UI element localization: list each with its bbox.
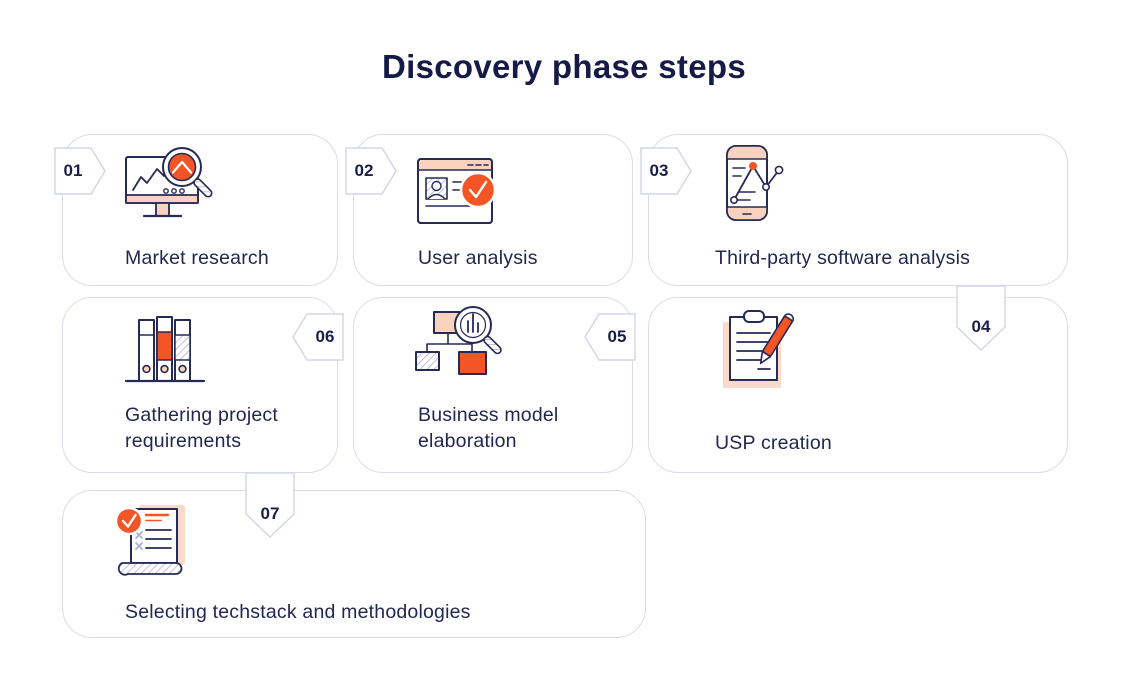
step-label: Gathering project requirements <box>125 404 278 452</box>
step-number-badge-06: 06 <box>292 313 344 361</box>
step-number-badge-04: 04 <box>956 285 1006 352</box>
badge-arrow-down-shape <box>245 472 295 539</box>
badge-arrow-left-shape <box>292 313 344 361</box>
badge-arrow-right-shape <box>345 147 397 195</box>
badge-arrow-right-shape <box>54 147 106 195</box>
step-label: USP creation <box>715 432 832 454</box>
document-check-icon <box>114 505 185 576</box>
step-number-badge-01: 01 <box>54 147 106 195</box>
step-label: Business model elaboration <box>418 404 559 452</box>
step-label: Selecting techstack and methodologies <box>125 601 471 623</box>
step-card-user-analysis: User analysis <box>353 134 633 286</box>
step-card-gathering-requirements: Gathering project requirements <box>62 297 338 473</box>
flowchart-magnifier-icon <box>415 306 502 375</box>
step-number: 07 <box>260 504 280 523</box>
step-number-badge-05: 05 <box>584 313 636 361</box>
step-number: 04 <box>971 317 991 336</box>
step-card-techstack: Selecting techstack and methodologies <box>62 490 646 638</box>
step-label: User analysis <box>418 247 538 269</box>
step-number-badge-07: 07 <box>245 472 295 539</box>
step-label: Third-party software analysis <box>715 247 971 269</box>
step-number: 02 <box>354 161 374 180</box>
phone-chart-icon <box>726 145 784 221</box>
step-card-market-research: Market research <box>62 134 338 286</box>
monitor-magnifier-icon <box>125 147 213 218</box>
badge-arrow-left-shape <box>584 313 636 361</box>
badge-arrow-right-shape <box>640 147 692 195</box>
step-label: Market research <box>125 247 269 269</box>
browser-user-check-icon <box>417 158 497 224</box>
step-number: 05 <box>607 327 627 346</box>
page-title: Discovery phase steps <box>382 48 746 85</box>
step-number-badge-02: 02 <box>345 147 397 195</box>
step-card-third-party-analysis: Third-party software analysis <box>648 134 1068 286</box>
step-number: 06 <box>315 327 335 346</box>
step-card-business-model: Business model elaboration <box>353 297 633 473</box>
step-number: 01 <box>63 161 83 180</box>
clipboard-pen-icon <box>723 310 795 388</box>
badge-arrow-down-shape <box>956 285 1006 352</box>
binders-icon <box>124 316 206 383</box>
step-number-badge-03: 03 <box>640 147 692 195</box>
step-number: 03 <box>649 161 669 180</box>
